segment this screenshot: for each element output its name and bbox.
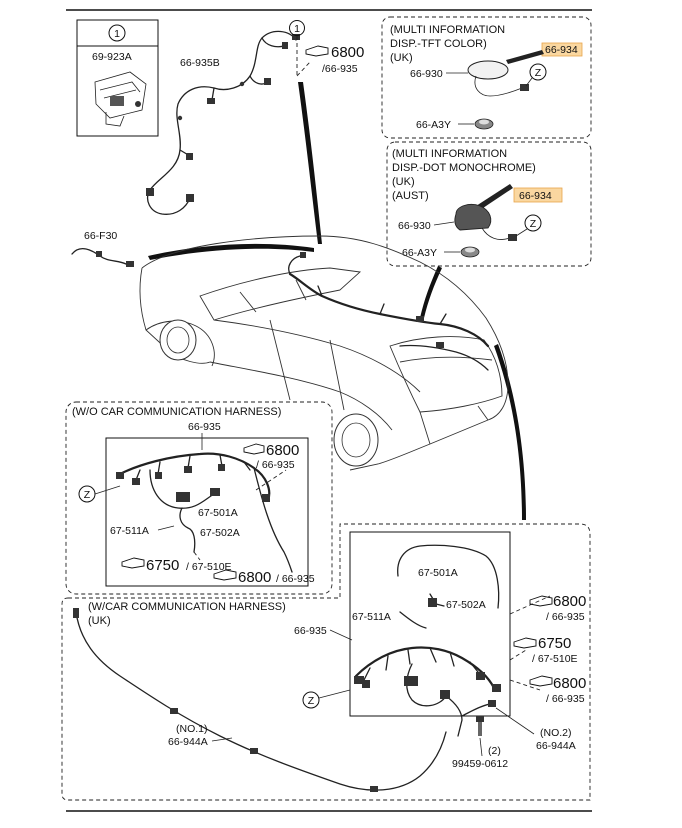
hand-pointer-icon-w-1 bbox=[529, 595, 553, 607]
tft-part-66-934: 66-934 bbox=[545, 44, 578, 56]
tft-title-3: (UK) bbox=[390, 52, 413, 64]
wo-part-67-501a: 67-501A bbox=[198, 507, 238, 519]
wo-part-67-511a: 67-511A bbox=[110, 525, 149, 537]
pointer-arrow-top bbox=[298, 82, 322, 244]
tft-title-1: (MULTI INFORMATION bbox=[390, 24, 505, 36]
w-part-99459: 99459-0612 bbox=[452, 758, 508, 770]
w-part-67-501a: 67-501A bbox=[418, 567, 458, 579]
w-ref-6800-b: 6800 bbox=[553, 675, 586, 692]
w-comm-harness-box: (W/CAR COMMUNICATION HARNESS) (UK) 67-50… bbox=[61, 523, 591, 801]
hand-pointer-icon-w-3 bbox=[529, 675, 553, 687]
dot-monochrome-box: (MULTI INFORMATION DISP.-DOT MONOCHROME)… bbox=[386, 141, 592, 267]
car-body-illustration bbox=[139, 235, 509, 471]
bolt-icon bbox=[476, 716, 484, 736]
pointer-arrow-left bbox=[148, 243, 314, 260]
part-69-923a: 69-923A bbox=[92, 51, 132, 63]
w-z-label: Z bbox=[308, 695, 315, 707]
control-unit-icon bbox=[94, 71, 147, 127]
pointer-arrow-right bbox=[420, 266, 442, 318]
w-part-67-502a: 67-502A bbox=[446, 599, 486, 611]
wo-title: (W/O CAR COMMUNICATION HARNESS) bbox=[72, 406, 281, 418]
wo-ref-66-935-a: / 66-935 bbox=[256, 459, 295, 471]
w-ref-6800-a: 6800 bbox=[553, 593, 586, 610]
tft-part-66-930: 66-930 bbox=[410, 68, 443, 80]
hand-pointer-icon-wo-3 bbox=[213, 569, 237, 581]
tft-color-box: (MULTI INFORMATION DISP.-TFT COLOR) (UK)… bbox=[381, 16, 592, 139]
dot-part-66-930: 66-930 bbox=[398, 220, 431, 232]
wo-part-67-502a: 67-502A bbox=[200, 527, 240, 539]
hand-pointer-icon-w-2 bbox=[513, 637, 537, 649]
harness-66-935b: 66-935B bbox=[146, 30, 300, 215]
w-no1: (NO.1) bbox=[176, 723, 208, 735]
dot-title-3: (UK) bbox=[392, 176, 415, 188]
callout-ref-1-top: 1 bbox=[289, 20, 311, 77]
wo-part-66-935: 66-935 bbox=[188, 421, 221, 433]
wo-comm-harness-box: (W/O CAR COMMUNICATION HARNESS) 66-935 Z… bbox=[65, 401, 333, 595]
w-part-66-944a-2: 66-944A bbox=[536, 740, 576, 752]
w-ref-66-935-b: / 66-935 bbox=[546, 693, 585, 705]
tft-title-2: DISP.-TFT COLOR) bbox=[390, 38, 487, 50]
dot-part-66-934: 66-934 bbox=[519, 190, 552, 202]
hand-pointer-icon bbox=[305, 45, 329, 57]
w-part-66-935: 66-935 bbox=[294, 625, 327, 637]
antenna-rod-icon bbox=[506, 50, 544, 64]
tft-part-66-a3y: 66-A3Y bbox=[416, 119, 451, 131]
w-title-2: (UK) bbox=[88, 615, 111, 627]
callout-1-number: 1 bbox=[294, 23, 300, 35]
ref-box-1: 1 69-923A bbox=[76, 19, 159, 137]
dot-title-4: (AUST) bbox=[392, 190, 429, 202]
dot-title-1: (MULTI INFORMATION bbox=[392, 148, 507, 160]
ref-number-1: 1 bbox=[114, 28, 120, 40]
wo-ref-66-935-b: / 66-935 bbox=[276, 573, 315, 585]
ref-6800-top: 6800 /66-935 bbox=[305, 44, 364, 75]
w-ref-6750: 6750 bbox=[538, 635, 571, 652]
pointer-arrow-lower bbox=[494, 344, 526, 520]
wo-ref-6800-a: 6800 bbox=[266, 442, 299, 459]
dot-z-label: Z bbox=[530, 218, 537, 230]
ref-66-935-top: /66-935 bbox=[322, 63, 358, 75]
tft-z-label: Z bbox=[535, 67, 542, 79]
w-qty-2: (2) bbox=[488, 745, 501, 757]
part-66-935b: 66-935B bbox=[180, 57, 220, 69]
wo-ref-6800-b: 6800 bbox=[238, 569, 271, 586]
dot-title-2: DISP.-DOT MONOCHROME) bbox=[392, 162, 536, 174]
w-part-67-511a: 67-511A bbox=[352, 611, 391, 623]
hand-pointer-icon-wo-2 bbox=[121, 557, 145, 569]
dot-part-66-a3y: 66-A3Y bbox=[402, 247, 437, 259]
w-ref-66-935-a: / 66-935 bbox=[546, 611, 585, 623]
hand-pointer-icon-wo-1 bbox=[243, 443, 265, 455]
harness-66-f30: 66-F30 bbox=[71, 230, 134, 267]
antenna-rod-icon-2 bbox=[476, 184, 513, 210]
part-66-f30: 66-F30 bbox=[84, 230, 117, 242]
w-title-1: (W/CAR COMMUNICATION HARNESS) bbox=[88, 601, 286, 613]
ref-6800-number: 6800 bbox=[331, 44, 364, 61]
wo-ref-6750: 6750 bbox=[146, 557, 179, 574]
wo-z-label: Z bbox=[84, 489, 91, 501]
w-no2: (NO.2) bbox=[540, 727, 572, 739]
w-part-66-944a-1: 66-944A bbox=[168, 736, 208, 748]
w-ref-67-510e: / 67-510E bbox=[532, 653, 578, 665]
wo-ref-67-510e: / 67-510E bbox=[186, 561, 232, 573]
